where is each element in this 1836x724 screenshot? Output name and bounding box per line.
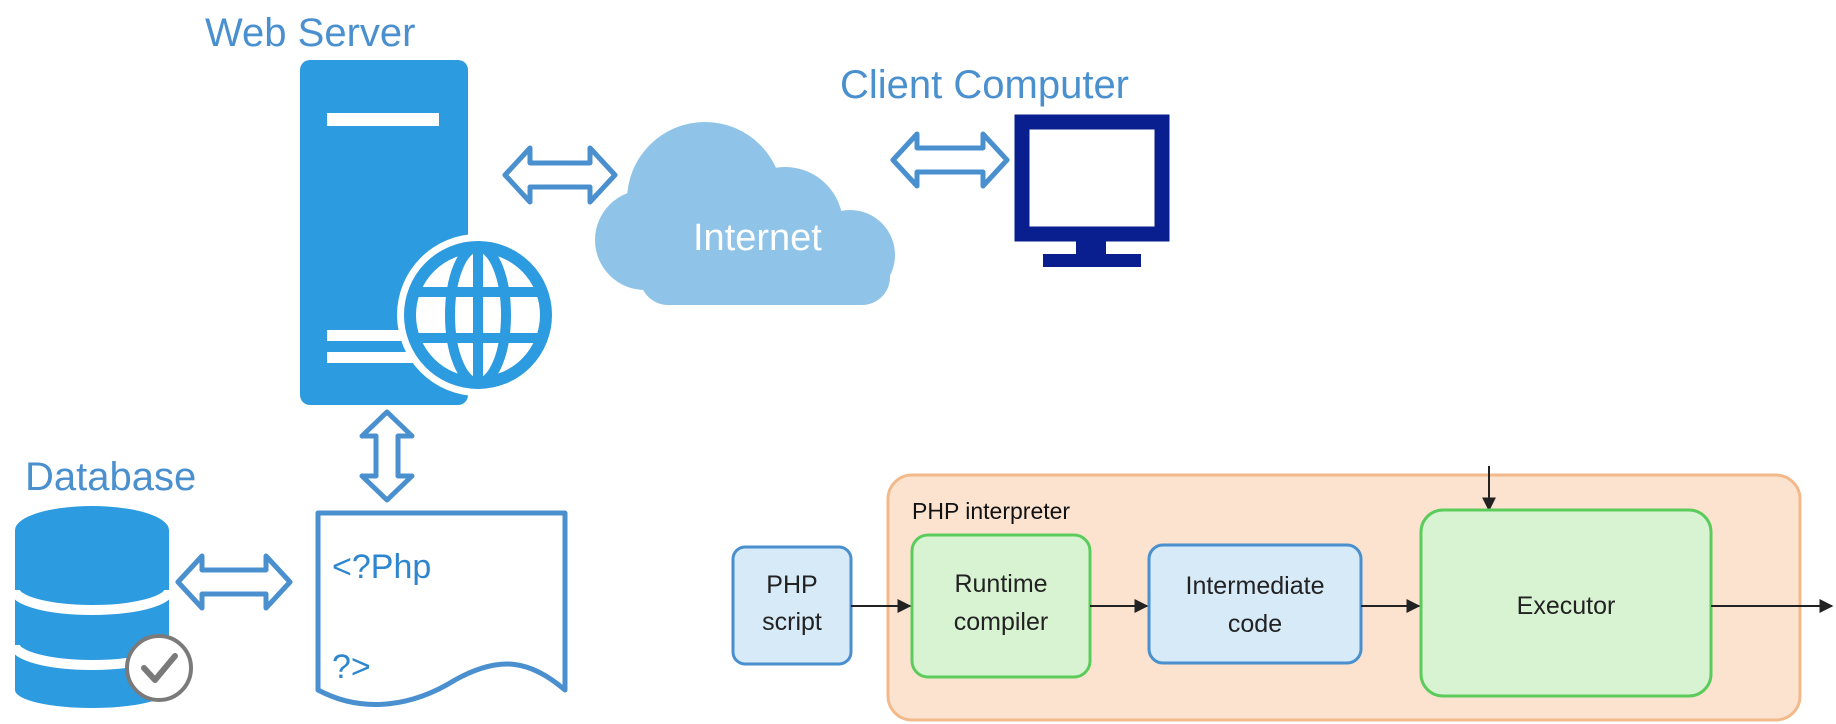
executor-label: Executor [1517, 592, 1616, 620]
check-badge-icon [125, 634, 193, 702]
internet-client-arrow-icon [890, 131, 1010, 189]
runtime-compiler-box [910, 533, 1092, 679]
php-interpreter-title: PHP interpreter [912, 498, 1070, 524]
globe-icon [397, 234, 559, 396]
server-script-arrow-icon [359, 409, 415, 503]
database-script-arrow-icon [175, 553, 293, 611]
php-open-tag: <?Php [332, 548, 431, 586]
client-computer-label: Client Computer [840, 63, 1129, 107]
runtime-compiler-line1: Runtime [954, 570, 1047, 598]
database-label: Database [25, 455, 196, 499]
php-script-box [731, 545, 853, 666]
internet-cloud-icon [595, 122, 895, 305]
web-server-label: Web Server [205, 11, 415, 55]
monitor-icon [1014, 114, 1170, 267]
executor-box [1419, 508, 1713, 698]
php-script-line2: script [762, 608, 822, 636]
intermediate-code-box [1147, 543, 1363, 665]
php-close-tag: ?> [332, 648, 371, 686]
intermediate-code-line2: code [1228, 610, 1282, 638]
internet-label: Internet [693, 217, 822, 259]
runtime-compiler-line2: compiler [954, 608, 1048, 636]
intermediate-code-line1: Intermediate [1186, 572, 1325, 600]
php-script-line1: PHP [766, 571, 817, 599]
php-document-icon [315, 510, 568, 707]
server-internet-arrow-icon [502, 145, 618, 205]
